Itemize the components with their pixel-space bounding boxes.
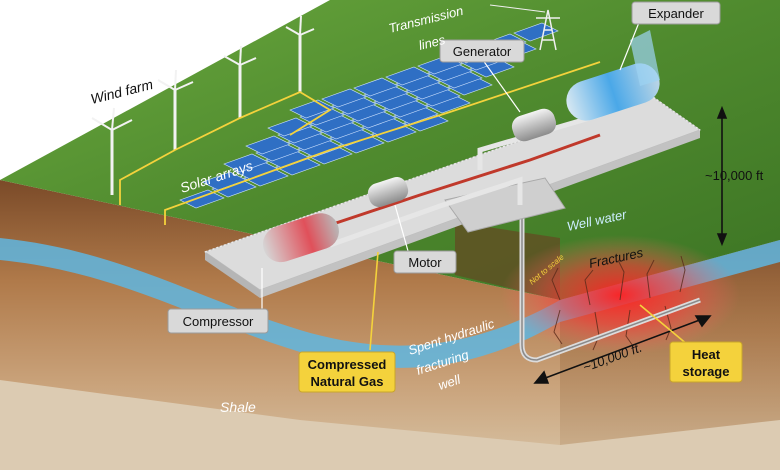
spent-well-label-3: well	[436, 371, 463, 393]
heat-storage-label-1: Heat	[692, 347, 721, 362]
solar-panel	[289, 99, 335, 119]
depth-arrow-vertical	[716, 105, 728, 247]
compressor-label: Compressor	[183, 314, 254, 329]
generator-label: Generator	[453, 44, 512, 59]
wind-farm-outline	[119, 90, 332, 205]
shale-label: Shale	[220, 399, 256, 415]
heat-storage-callout	[669, 341, 743, 383]
motor-label: Motor	[408, 255, 442, 270]
solar-panel	[223, 153, 269, 173]
heat-storage-zone	[500, 235, 740, 355]
compressed-gas-callout	[298, 351, 396, 393]
transmission-tower	[489, 4, 560, 51]
solar-panel	[385, 66, 431, 86]
heat-storage-label-2: storage	[683, 364, 730, 379]
wind-turbines	[91, 15, 315, 195]
depth-arrow-horizontal	[533, 315, 712, 384]
expander-callout	[631, 1, 721, 25]
fence	[204, 94, 701, 253]
solar-panel	[245, 135, 291, 155]
motor-unit	[367, 177, 409, 207]
shale-layer	[0, 380, 780, 470]
gas-leader-line	[369, 251, 379, 351]
motor-callout	[393, 250, 457, 274]
heat-leader-line	[639, 304, 689, 346]
grass-surface	[0, 0, 780, 300]
solar-panel	[267, 117, 313, 137]
fracture-lines	[551, 255, 686, 351]
solar-panel	[179, 189, 225, 209]
transmission-label-2: lines	[417, 32, 447, 53]
generator-callout	[439, 39, 525, 63]
solar-panel	[513, 22, 559, 42]
expander-unit	[566, 30, 660, 121]
compressor-callout	[167, 308, 269, 334]
depth-vertical-label: ~10,000 ft	[705, 168, 764, 183]
compressed-gas-label-1: Compressed	[308, 357, 387, 372]
compressor-unit	[262, 213, 339, 263]
solar-panel	[321, 88, 367, 108]
compressed-gas-label-2: Natural Gas	[311, 374, 384, 389]
generator-unit	[511, 108, 557, 142]
surface-pipes	[299, 112, 601, 248]
expander-label: Expander	[648, 6, 704, 21]
solar-panel	[353, 77, 399, 97]
solar-outline	[164, 61, 601, 225]
